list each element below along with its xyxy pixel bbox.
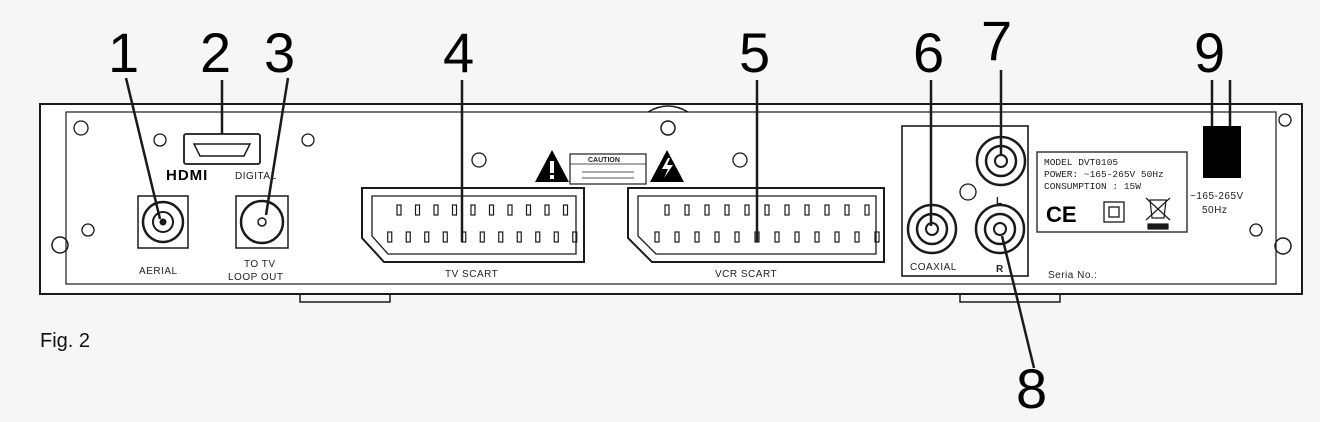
aerial-connector (137, 195, 189, 249)
scart-pin (535, 231, 541, 243)
audio-section (901, 125, 1029, 277)
scart-pin (470, 204, 476, 216)
caution-label: CAUTION (588, 157, 620, 164)
hdmi-digital-label: DIGITAL (235, 171, 277, 182)
scart-pin (414, 204, 421, 216)
callout-2: 2 (200, 21, 231, 84)
scart-pin (684, 204, 690, 216)
scart-pin (562, 204, 569, 216)
hdmi-logo-text: HDMI (166, 167, 208, 184)
scart-pin (874, 231, 880, 243)
scart-pin (814, 231, 820, 243)
rating-model: MODEL DVT0105 (1044, 157, 1118, 168)
scart-pin (724, 204, 730, 216)
weee-bin-icon (1145, 197, 1171, 230)
scart-pin (488, 204, 495, 216)
scart-pin (396, 204, 402, 216)
scart-pin (525, 204, 532, 216)
loop-out-label: LOOP OUT (228, 272, 284, 283)
scart-pin (694, 231, 700, 243)
class-ii-icon (1103, 201, 1125, 223)
vcr-scart-label: VCR SCART (715, 269, 777, 280)
scart-pin (674, 231, 680, 243)
rating-plate (1036, 151, 1188, 233)
callout-1: 1 (108, 21, 139, 84)
scart-pin (498, 231, 504, 243)
scart-pin (544, 204, 550, 216)
coaxial-label: COAXIAL (910, 262, 957, 273)
scart-pin (834, 231, 840, 243)
scart-pin (479, 231, 485, 243)
scart-pin (442, 231, 448, 243)
scart-pin (844, 204, 850, 216)
scart-pin (764, 204, 770, 216)
scart-pin (516, 231, 522, 243)
scart-pin (794, 231, 800, 243)
ce-mark: CE (1046, 202, 1077, 227)
scart-pin (507, 204, 513, 216)
power-cord (1203, 126, 1241, 178)
power-input-frequency: 50Hz (1202, 205, 1227, 216)
scart-pin (451, 204, 458, 216)
tv-scart-label: TV SCART (445, 269, 498, 280)
scart-pin (664, 204, 670, 216)
loop-out-connector (235, 195, 289, 249)
callout-8: 8 (1016, 357, 1047, 420)
scart-pin (433, 204, 439, 216)
audio-r-connector (974, 203, 1026, 255)
scart-pin (714, 231, 720, 243)
scart-pin (654, 231, 660, 243)
power-input-voltage: ~165-265V (1190, 191, 1244, 202)
callout-3: 3 (264, 21, 295, 84)
serial-no-label: Seria No.: (1048, 270, 1097, 281)
callout-9: 9 (1194, 21, 1225, 84)
scart-pin (387, 231, 393, 243)
callout-6: 6 (913, 21, 944, 84)
scart-pin (704, 204, 710, 216)
scart-pin (864, 204, 870, 216)
tv-scart-connector (361, 187, 585, 263)
rating-power: POWER: ~165-265V 50Hz (1044, 169, 1164, 180)
scart-pin (804, 204, 810, 216)
callout-leaders (124, 70, 1232, 369)
scart-pin (854, 231, 860, 243)
figure-caption: Fig. 2 (40, 330, 90, 352)
aerial-label: AERIAL (139, 266, 178, 277)
lightning-triangle-icon (650, 150, 684, 182)
to-tv-label: TO TV (244, 259, 276, 270)
scart-pin (553, 231, 559, 243)
caution-plate (569, 153, 647, 185)
scart-pin (572, 231, 578, 243)
audio-l-label: L (996, 196, 1002, 207)
scart-pin (774, 231, 780, 243)
callout-7: 7 (981, 9, 1012, 72)
callout-4: 4 (443, 21, 474, 84)
scart-pin (784, 204, 790, 216)
warning-triangle-icon (535, 150, 569, 182)
scart-pin (824, 204, 830, 216)
vcr-scart-connector (627, 187, 885, 263)
rating-consumption: CONSUMPTION : 15W (1044, 181, 1141, 192)
scart-pin (424, 231, 430, 243)
scart-pin (744, 204, 750, 216)
scart-pin (405, 231, 411, 243)
callout-5: 5 (739, 21, 770, 84)
audio-r-label: R (996, 264, 1004, 275)
scart-pin (734, 231, 740, 243)
